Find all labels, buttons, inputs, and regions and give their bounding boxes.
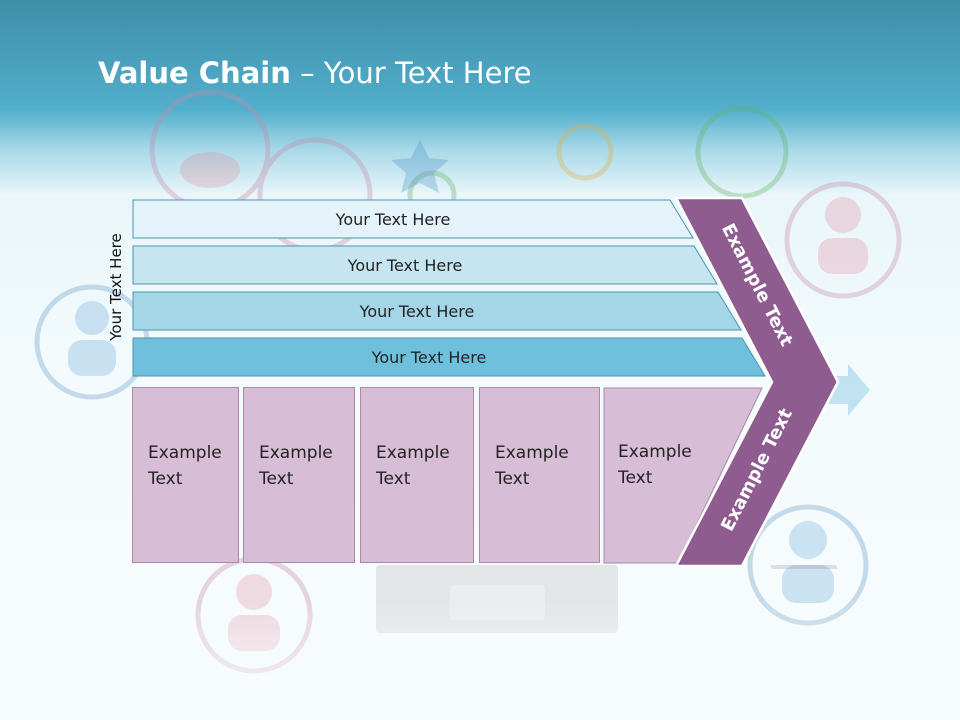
support-row-2: Your Text Here bbox=[132, 245, 718, 285]
primary-activity-box-1: Example Text bbox=[132, 387, 239, 563]
support-row-label: Your Text Here bbox=[371, 347, 487, 367]
page-title-bold: Value Chain bbox=[98, 56, 291, 90]
primary-activity-label: Example Text bbox=[495, 443, 569, 489]
support-row-4: Your Text Here bbox=[132, 337, 766, 377]
support-row-shape bbox=[132, 199, 694, 239]
primary-activity-box-5: Example Text bbox=[603, 387, 703, 563]
primary-activity-label: Example Text bbox=[259, 443, 333, 489]
page-title-rest: – Your Text Here bbox=[290, 56, 532, 90]
primary-activity-label: Example Text bbox=[148, 443, 222, 489]
side-vertical-label: Your Text Here bbox=[107, 233, 125, 341]
person-circle-icon bbox=[149, 89, 271, 211]
reflection-fade bbox=[0, 600, 960, 720]
primary-activity-box-4: Example Text bbox=[479, 387, 600, 563]
clock-icon bbox=[556, 123, 614, 181]
support-row-label: Your Text Here bbox=[335, 209, 451, 229]
primary-activity-box-2: Example Text bbox=[243, 387, 355, 563]
support-row-shape bbox=[132, 245, 718, 285]
support-row-shape bbox=[132, 291, 742, 331]
margin-chevron-arrow bbox=[673, 196, 840, 568]
support-row-shape bbox=[132, 337, 766, 377]
primary-activity-label: Example Text bbox=[376, 443, 450, 489]
globe-icon bbox=[695, 105, 789, 199]
primary-activity-box-3: Example Text bbox=[360, 387, 474, 563]
primary-activity-label: Example Text bbox=[618, 442, 692, 488]
support-row-label: Your Text Here bbox=[347, 255, 463, 275]
support-row-label: Your Text Here bbox=[359, 301, 475, 321]
page-title: Value Chain – Your Text Here bbox=[98, 56, 532, 90]
support-row-3: Your Text Here bbox=[132, 291, 742, 331]
person-circle-icon bbox=[784, 181, 902, 299]
support-row-1: Your Text Here bbox=[132, 199, 694, 239]
